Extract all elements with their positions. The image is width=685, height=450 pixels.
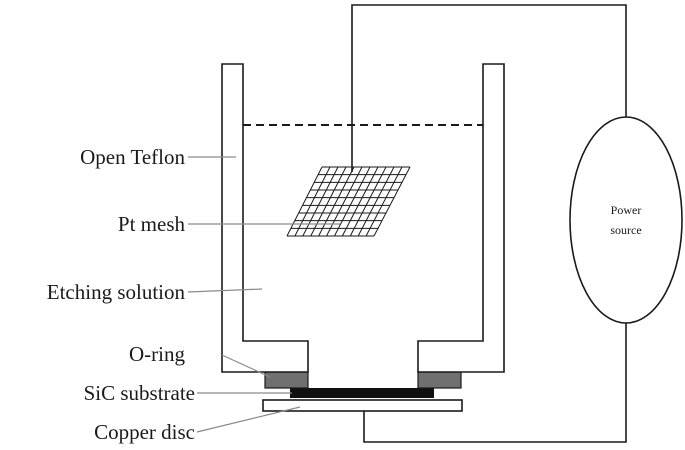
label-sic-substrate: SiC substrate	[84, 381, 195, 405]
leader-etching-solution	[187, 288, 263, 293]
label-pt-mesh: Pt mesh	[118, 212, 186, 236]
pt-mesh-wire-vertical	[310, 166, 347, 237]
pt-mesh-wire-vertical	[357, 166, 395, 237]
sic-substrate	[290, 388, 434, 398]
pt-mesh-wire-vertical	[294, 166, 331, 237]
pt-mesh-wire-vertical	[334, 166, 371, 237]
label-copper-disc: Copper disc	[94, 420, 195, 444]
power-source-label-line1: Power	[611, 203, 642, 217]
label-etching-solution: Etching solution	[47, 280, 186, 304]
pt-mesh-wire-vertical	[341, 166, 379, 237]
pt-mesh-wire-vertical	[302, 166, 339, 237]
pt-mesh-wire-vertical	[286, 166, 323, 237]
o-ring-right	[417, 371, 462, 389]
leader-o-ring	[221, 354, 271, 378]
leader-copper-disc	[196, 406, 301, 433]
pt-mesh	[286, 166, 411, 237]
teflon-cell-left-wall	[221, 63, 309, 373]
label-open-teflon: Open Teflon	[80, 145, 185, 169]
wire-mesh-to-source	[351, 4, 627, 172]
pt-mesh-wire-vertical	[349, 166, 387, 237]
power-source-label-line2: source	[610, 223, 641, 237]
pt-mesh-wire-vertical	[318, 166, 355, 237]
copper-disc	[262, 399, 463, 412]
wire-source-to-disc	[363, 322, 627, 443]
label-o-ring: O-ring	[129, 342, 185, 366]
teflon-cell-right-wall	[417, 63, 505, 373]
pt-mesh-wire-vertical	[365, 166, 403, 237]
pt-mesh-wire-vertical	[373, 166, 411, 237]
power-source	[569, 116, 683, 324]
pt-mesh-wire-vertical	[326, 166, 363, 237]
o-ring-left	[264, 371, 309, 389]
